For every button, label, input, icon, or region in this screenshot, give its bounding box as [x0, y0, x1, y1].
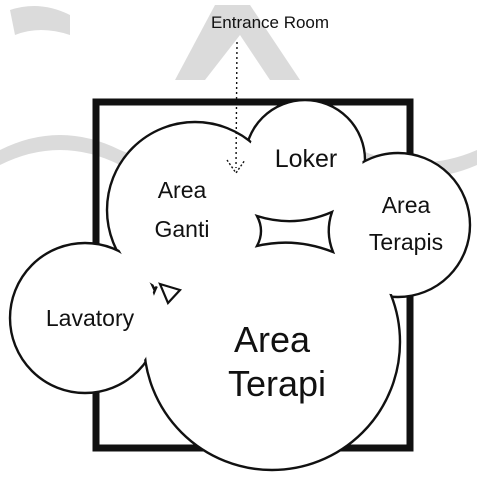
label-area-terapi-line2: Terapi: [228, 363, 326, 404]
room-bubbles: [8, 98, 472, 472]
door-marker: [158, 282, 183, 306]
label-area-ganti-line2: Ganti: [155, 216, 210, 242]
label-loker: Loker: [275, 145, 338, 173]
label-area-ganti-line1: Area: [158, 177, 207, 203]
label-lavatory: Lavatory: [46, 305, 135, 331]
label-area-terapis-line1: Area: [382, 192, 431, 218]
label-area-terapis-line2: Terapis: [369, 229, 443, 255]
label-entrance-room: Entrance Room: [211, 13, 329, 32]
bench-symbol: [254, 209, 336, 255]
label-area-terapi-line1: Area: [234, 319, 311, 360]
entrance-arrow: [226, 41, 246, 175]
